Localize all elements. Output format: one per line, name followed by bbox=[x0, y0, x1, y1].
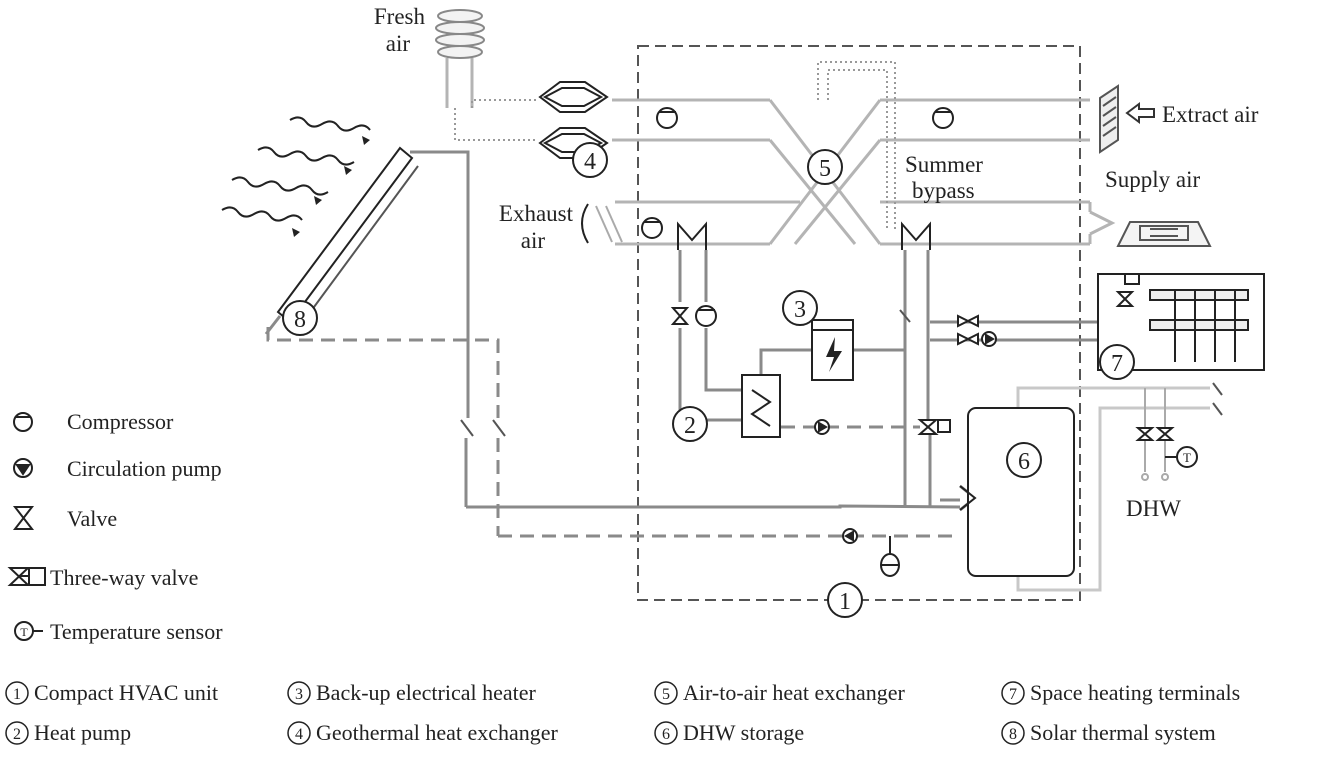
heat-pump-condenser-icon bbox=[741, 374, 781, 438]
dhw-label: DHW bbox=[1126, 496, 1181, 521]
fresh-air-intake-icon bbox=[435, 9, 485, 59]
svg-text:1: 1 bbox=[13, 686, 21, 703]
fresh-air-label-line1: Fresh bbox=[374, 4, 426, 29]
callout-7: 7 bbox=[1099, 344, 1135, 380]
three-way-valve-icons bbox=[917, 291, 1135, 435]
svg-text:6: 6 bbox=[662, 726, 670, 743]
symbol-legend: Compressor Circulation pump Valve Three-… bbox=[7, 409, 223, 644]
extract-air-arrow-icon bbox=[1125, 102, 1155, 124]
summer-bypass-duct bbox=[817, 61, 896, 230]
exhaust-air-outlet-icon bbox=[581, 203, 623, 244]
svg-text:Compact HVAC unit: Compact HVAC unit bbox=[34, 680, 218, 705]
legend-circulation-pump-label: Circulation pump bbox=[67, 456, 222, 481]
svg-text:T: T bbox=[20, 625, 28, 639]
callout-6: 6 bbox=[1006, 442, 1042, 478]
legend-circulation-pump-icon bbox=[13, 458, 33, 478]
component-legend: 1 Compact HVAC unit 2 Heat pump 3 Back-u… bbox=[5, 680, 1240, 745]
exhaust-air-label-line1: Exhaust bbox=[499, 201, 574, 226]
svg-text:6: 6 bbox=[1018, 449, 1030, 475]
callout-4: 4 bbox=[572, 142, 608, 178]
svg-text:T: T bbox=[1183, 450, 1191, 465]
svg-text:5: 5 bbox=[662, 686, 670, 703]
callout-3: 3 bbox=[782, 290, 818, 326]
supply-air-diffuser-icon bbox=[1116, 221, 1212, 247]
component-legend-4: 4 Geothermal heat exchanger bbox=[287, 720, 559, 745]
component-legend-6: 6 DHW storage bbox=[654, 720, 804, 745]
svg-text:Back-up electrical heater: Back-up electrical heater bbox=[316, 680, 537, 705]
duct-network bbox=[445, 58, 1116, 246]
svg-text:Geothermal heat exchanger: Geothermal heat exchanger bbox=[316, 720, 559, 745]
svg-text:1: 1 bbox=[839, 589, 851, 615]
component-legend-2: 2 Heat pump bbox=[5, 720, 131, 745]
pipe-break-marks bbox=[460, 309, 1223, 437]
supply-air-label: Supply air bbox=[1105, 167, 1201, 192]
svg-text:8: 8 bbox=[294, 307, 306, 333]
svg-text:3: 3 bbox=[295, 686, 303, 703]
duct-fans bbox=[641, 107, 954, 239]
callout-1: 1 bbox=[827, 582, 863, 618]
svg-text:Heat pump: Heat pump bbox=[34, 720, 131, 745]
legend-three-way-valve-icon bbox=[7, 567, 46, 586]
svg-text:Air-to-air heat exchanger: Air-to-air heat exchanger bbox=[683, 680, 906, 705]
svg-text:2: 2 bbox=[684, 413, 696, 439]
heat-pump-compressor-icon bbox=[695, 305, 717, 327]
sun-rays bbox=[221, 116, 371, 222]
svg-text:5: 5 bbox=[819, 156, 831, 182]
svg-text:7: 7 bbox=[1111, 351, 1123, 377]
component-legend-1: 1 Compact HVAC unit bbox=[5, 680, 218, 705]
summer-bypass-label-line2: bypass bbox=[912, 178, 975, 203]
extract-air-label: Extract air bbox=[1162, 102, 1259, 127]
legend-three-way-valve-label: Three-way valve bbox=[50, 565, 198, 590]
legend-compressor-label: Compressor bbox=[67, 409, 174, 434]
summer-bypass-label-line1: Summer bbox=[905, 152, 983, 177]
geothermal-heat-exchanger-icon bbox=[538, 81, 609, 159]
component-legend-3: 3 Back-up electrical heater bbox=[287, 680, 537, 705]
solar-ray-arrowheads bbox=[292, 136, 370, 237]
dhw-tank-coil bbox=[959, 485, 977, 511]
legend-temperature-sensor-icon: T bbox=[14, 621, 43, 641]
component-legend-7: 7 Space heating terminals bbox=[1001, 680, 1240, 705]
callout-5: 5 bbox=[807, 149, 843, 185]
exhaust-air-label-line2: air bbox=[521, 228, 546, 253]
expansion-vessel-icon bbox=[880, 536, 900, 577]
svg-text:4: 4 bbox=[295, 726, 303, 743]
callout-2: 2 bbox=[672, 406, 708, 442]
dhw-temperature-sensor: T bbox=[1165, 446, 1198, 468]
electric-heater-icon bbox=[811, 319, 854, 381]
legend-compressor-icon bbox=[13, 412, 33, 432]
svg-text:DHW storage: DHW storage bbox=[683, 720, 804, 745]
legend-temperature-sensor-label: Temperature sensor bbox=[50, 619, 223, 644]
svg-text:8: 8 bbox=[1009, 726, 1017, 743]
legend-valve-icon bbox=[12, 506, 35, 530]
component-legend-8: 8 Solar thermal system bbox=[1001, 720, 1216, 745]
svg-text:Solar thermal system: Solar thermal system bbox=[1030, 720, 1216, 745]
svg-text:2: 2 bbox=[13, 726, 21, 743]
callout-8: 8 bbox=[282, 300, 318, 336]
circulation-pump-icons bbox=[814, 331, 997, 544]
svg-text:3: 3 bbox=[794, 297, 806, 323]
duct-coils bbox=[677, 221, 931, 250]
extract-air-grille-icon bbox=[1099, 84, 1119, 154]
svg-text:4: 4 bbox=[584, 149, 596, 175]
component-legend-5: 5 Air-to-air heat exchanger bbox=[654, 680, 906, 705]
dhw-storage-tank bbox=[967, 407, 1075, 577]
svg-text:Space heating terminals: Space heating terminals bbox=[1030, 680, 1240, 705]
valve-icons bbox=[670, 307, 1175, 441]
fresh-air-dotted-link bbox=[454, 99, 538, 141]
svg-text:7: 7 bbox=[1009, 686, 1017, 703]
legend-valve-label: Valve bbox=[67, 506, 117, 531]
fresh-air-label-line2: air bbox=[386, 31, 411, 56]
